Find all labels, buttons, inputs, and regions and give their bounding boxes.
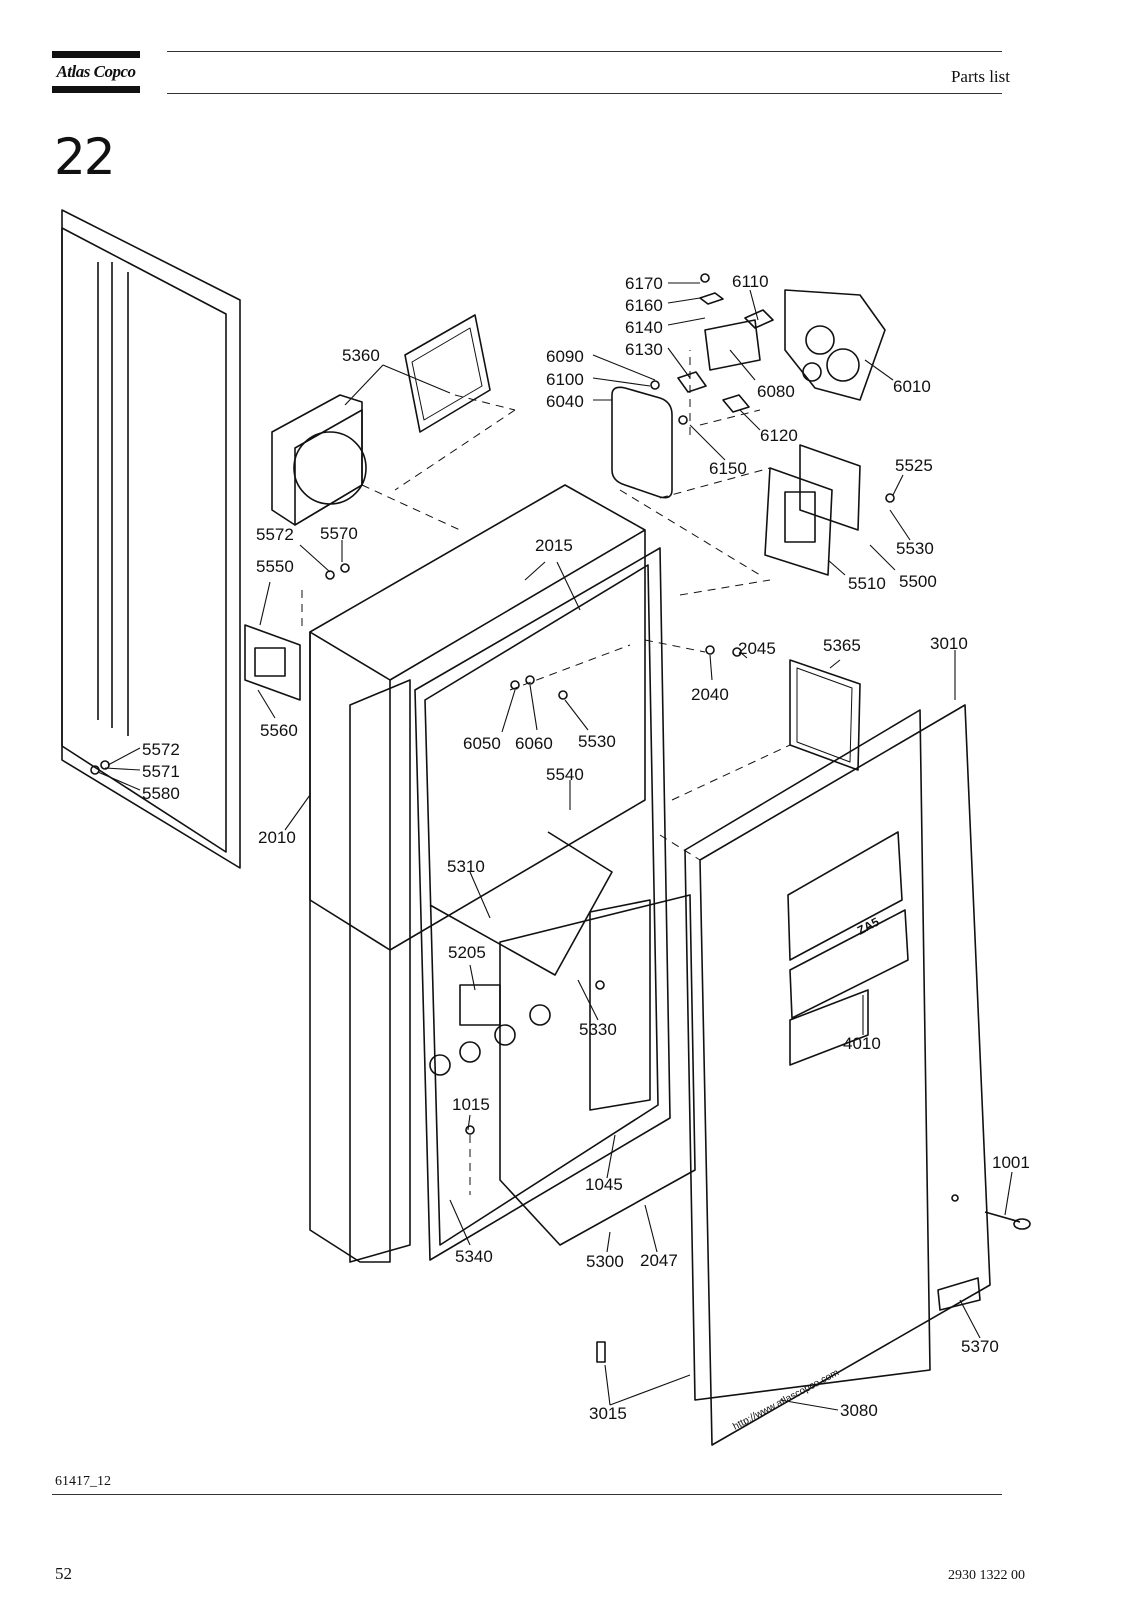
label-5572-top: 5572 [256, 525, 294, 544]
label-5360: 5360 [342, 346, 380, 365]
screws [90, 273, 895, 1363]
document-number: 2930 1322 00 [948, 1568, 1025, 1583]
label-5310: 5310 [447, 857, 485, 876]
label-5340: 5340 [455, 1247, 493, 1266]
label-6090: 6090 [546, 347, 584, 366]
figure-id: 61417_12 [55, 1474, 111, 1489]
header-title: Parts list [950, 67, 1010, 86]
logo-text: Atlas Copco [56, 62, 136, 81]
side-panel-frame [61, 209, 241, 869]
label-6120: 6120 [760, 426, 798, 445]
label-2040: 2040 [691, 685, 729, 704]
label-3080: 3080 [840, 1401, 878, 1420]
door-url-text: http://www.atlascopco.com [731, 1367, 841, 1432]
label-1015: 1015 [452, 1095, 490, 1114]
label-6110: 6110 [732, 272, 769, 291]
label-1001: 1001 [992, 1153, 1030, 1172]
logo-bottom-bar [52, 86, 140, 93]
label-6100: 6100 [546, 370, 584, 389]
inner-door-frame [414, 547, 671, 1261]
leader-lines [97, 282, 1013, 1411]
label-6010: 6010 [893, 377, 931, 396]
label-5525: 5525 [895, 456, 933, 475]
door-key [951, 1194, 1031, 1230]
label-6080: 6080 [757, 382, 795, 401]
label-5530-top: 5530 [896, 539, 934, 558]
label-3015: 3015 [589, 1404, 627, 1423]
label-5500: 5500 [899, 572, 937, 591]
label-5330: 5330 [579, 1020, 617, 1039]
mounting-plate [429, 894, 696, 1246]
section-number: 22 [54, 128, 116, 186]
label-6060: 6060 [515, 734, 553, 753]
support-bracket [429, 831, 613, 976]
cabinet-door [684, 704, 991, 1446]
label-5365: 5365 [823, 636, 861, 655]
label-5572-left: 5572 [142, 740, 180, 759]
cable-gland-plate [244, 624, 301, 701]
page-number: 52 [55, 1564, 72, 1583]
door-model-text: ZA5 [855, 914, 882, 937]
label-6170: 6170 [625, 274, 663, 293]
label-5560: 5560 [260, 721, 298, 740]
label-5510: 5510 [848, 574, 886, 593]
cabinet-body [309, 484, 646, 1263]
label-5571: 5571 [142, 762, 180, 781]
label-6040: 6040 [546, 392, 584, 411]
label-5570: 5570 [320, 524, 358, 543]
label-2047: 2047 [640, 1251, 678, 1270]
atlas-copco-logo: Atlas Copco [52, 51, 140, 93]
label-5205: 5205 [448, 943, 486, 962]
label-4010: 4010 [843, 1034, 881, 1053]
label-5530-mid: 5530 [578, 732, 616, 751]
header-top-rule [167, 51, 1002, 52]
label-2045: 2045 [738, 639, 776, 658]
label-1045: 1045 [585, 1175, 623, 1194]
footer-rule [52, 1494, 1002, 1495]
logo-top-bar [52, 51, 140, 58]
label-6150: 6150 [709, 459, 747, 478]
gasket [611, 386, 673, 499]
label-5550: 5550 [256, 557, 294, 576]
label-6140: 6140 [625, 318, 663, 337]
label-2010: 2010 [258, 828, 296, 847]
label-5540: 5540 [546, 765, 584, 784]
label-6050: 6050 [463, 734, 501, 753]
label-6130: 6130 [625, 340, 663, 359]
label-5300: 5300 [586, 1252, 624, 1271]
label-5580: 5580 [142, 784, 180, 803]
assembly-lines [301, 350, 791, 1195]
junction-box [784, 289, 886, 401]
label-3010: 3010 [930, 634, 968, 653]
label-2015: 2015 [535, 536, 573, 555]
cover-plate [764, 444, 861, 576]
part-labels: 6170 6110 6160 6140 6130 6090 6100 6040 … [142, 272, 1030, 1423]
header-bottom-rule [167, 93, 1002, 94]
label-6160: 6160 [625, 296, 663, 315]
fan-grille [789, 659, 861, 771]
label-5370: 5370 [961, 1337, 999, 1356]
